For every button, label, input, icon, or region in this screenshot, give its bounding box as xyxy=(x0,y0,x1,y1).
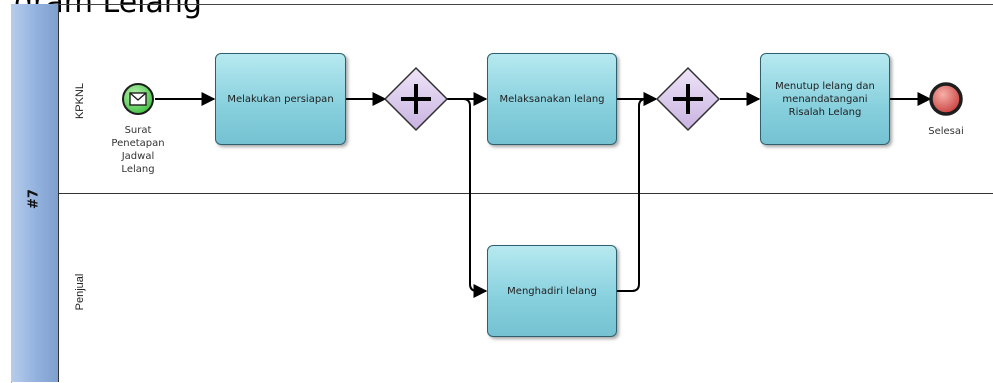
task-melaksanakan-lelang[interactable]: Melaksanakan lelang xyxy=(487,53,617,145)
end-event-label: Selesai xyxy=(928,126,964,137)
task-label: Menutup lelang dan menandatangani Risala… xyxy=(775,80,875,118)
task-menutup-lelang[interactable]: Menutup lelang dan menandatangani Risala… xyxy=(760,53,890,145)
task-melakukan-persiapan[interactable]: Melakukan persiapan xyxy=(215,53,346,145)
envelope-icon xyxy=(129,92,147,106)
end-event xyxy=(929,82,963,116)
task-menghadiri-lelang[interactable]: Menghadiri lelang xyxy=(487,245,617,337)
task-label: Melaksanakan lelang xyxy=(499,93,605,105)
parallel-gateway-join xyxy=(655,66,721,132)
plus-icon xyxy=(673,84,703,114)
start-event xyxy=(122,83,154,115)
task-label: Menghadiri lelang xyxy=(507,285,597,297)
parallel-gateway-split xyxy=(383,66,449,132)
start-event-label: Surat Penetapan Jadwal Lelang xyxy=(111,125,165,175)
lane-divider xyxy=(58,193,993,194)
task-label: Melakukan persiapan xyxy=(227,93,334,105)
flow-menghadiri-to-gateway2 xyxy=(617,92,658,292)
flow-gateway1-to-menghadiri xyxy=(447,98,488,298)
plus-icon xyxy=(401,84,431,114)
sequence-flows xyxy=(155,92,932,298)
